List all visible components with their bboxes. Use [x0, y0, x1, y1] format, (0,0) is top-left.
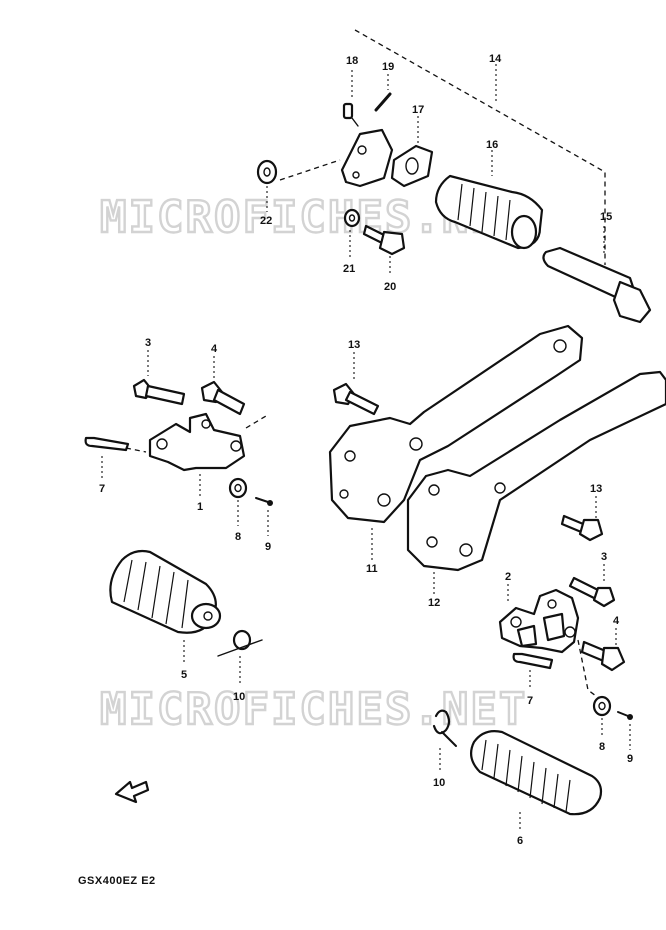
callout-4-left: 4 [211, 343, 218, 355]
callout-15: 15 [600, 211, 612, 223]
footrest-bracket-top [340, 128, 394, 188]
bolt-4-left [200, 356, 246, 416]
pin-7-right [512, 652, 554, 690]
callout-5: 5 [181, 669, 187, 681]
right-assembly [432, 564, 633, 830]
callout-21: 21 [343, 263, 355, 275]
bolt-13-lower [560, 496, 604, 542]
center-assembly [328, 324, 666, 594]
left-assembly [84, 350, 273, 804]
screw-9-left [255, 497, 273, 536]
washer-8-left [228, 477, 248, 526]
footrest-shaft-15 [542, 226, 652, 324]
callout-12: 12 [428, 597, 440, 609]
footrest-rubber-5 [109, 549, 222, 664]
callout-17: 17 [412, 104, 424, 116]
bolt-13-upper [332, 352, 380, 416]
footrest-rubber-16 [434, 150, 544, 250]
front-arrow-icon [114, 780, 150, 804]
callout-10-left: 10 [233, 691, 245, 703]
callout-3-left: 3 [145, 337, 151, 349]
callout-18: 18 [346, 55, 358, 67]
footrest-bracket-11 [328, 324, 584, 560]
callout-9-left: 9 [265, 541, 271, 553]
top-assembly [256, 29, 652, 324]
callout-13-upper: 13 [348, 339, 360, 351]
clip-10-left [217, 629, 263, 686]
plate-17 [390, 116, 434, 188]
footrest-bracket-1 [125, 412, 267, 496]
callout-13-lower: 13 [590, 483, 602, 495]
washer-22 [256, 159, 341, 212]
pin-7-left [84, 436, 130, 480]
callout-3-right: 3 [601, 551, 607, 563]
footrest-rubber-6 [469, 730, 603, 830]
cotter-pin-19 [374, 74, 392, 112]
callout-22: 22 [260, 215, 272, 227]
callout-1: 1 [197, 501, 203, 513]
callout-16: 16 [486, 139, 498, 151]
callout-4-right: 4 [613, 615, 620, 627]
washer-21 [343, 208, 361, 258]
bolt-3-left [132, 350, 186, 406]
bolt-3-right [568, 564, 616, 608]
callout-11: 11 [366, 563, 378, 575]
callout-14: 14 [489, 53, 502, 65]
clip-10-right [432, 709, 457, 772]
callout-7-right: 7 [527, 695, 533, 707]
callout-6: 6 [517, 835, 523, 847]
callouts: 18 19 14 17 16 15 22 21 20 3 4 13 7 1 8 … [99, 53, 633, 847]
screw-9-right [617, 711, 633, 750]
callout-8-right: 8 [599, 741, 605, 753]
bolt-4-right [580, 628, 626, 672]
callout-19: 19 [382, 61, 394, 73]
washer-8-right [592, 695, 612, 736]
bolt-20 [362, 224, 406, 276]
pin-18 [342, 70, 359, 127]
callout-2: 2 [505, 571, 511, 583]
callout-7-left: 7 [99, 483, 105, 495]
callout-20: 20 [384, 281, 396, 293]
watermark-bottom: MICROFICHES.NET [100, 684, 527, 735]
callout-10-right: 10 [433, 777, 445, 789]
model-label: GSX400EZ E2 [78, 875, 156, 887]
footrest-bracket-12 [406, 370, 666, 594]
callout-8-left: 8 [235, 531, 241, 543]
callout-9-right: 9 [627, 753, 633, 765]
